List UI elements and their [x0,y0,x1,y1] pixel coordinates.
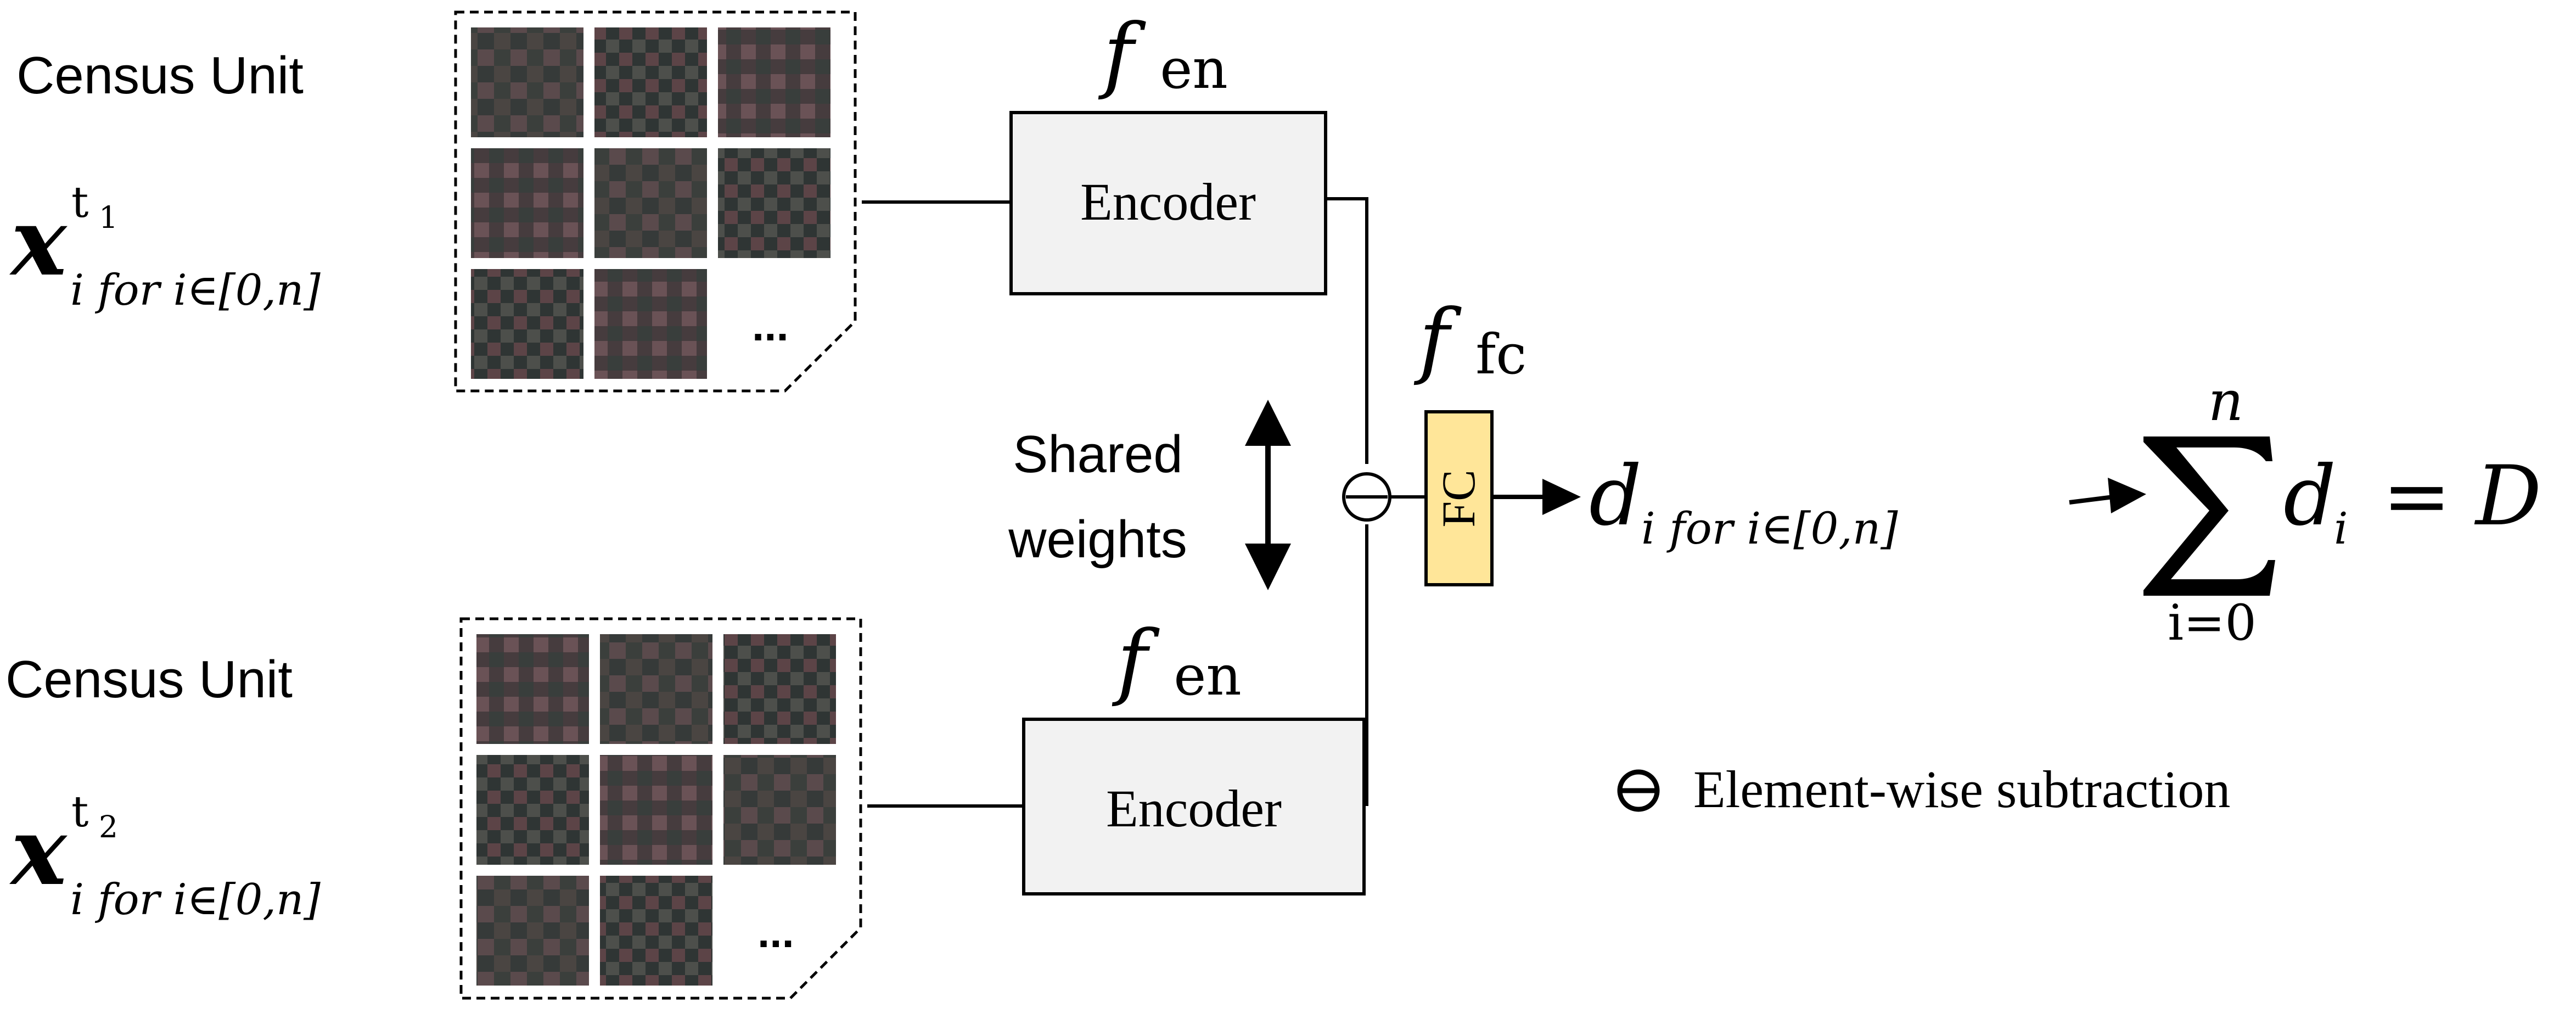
top-image-tile [718,148,830,258]
output-to-sum-arrow-icon [2108,478,2146,513]
bottom-image-tile [600,634,712,744]
bottom-x-symbol: x [9,797,68,906]
bottom-image-tile [476,755,589,865]
output-group: d i for i∈[0,n] [1589,449,1898,554]
bottom-x-symbol-group: x t 2 i for i∈[0,n] [9,787,321,925]
bottom-image-tile [600,755,712,865]
top-encoder-label: Encoder [1080,172,1256,231]
bottom-image-stack-border [459,617,862,1000]
top-image-stack-border [454,10,857,393]
output-to-sum-line [2069,495,2114,505]
bottom-image-ellipsis: ... [757,908,794,956]
legend-subtraction-icon [1617,769,1660,812]
bottom-input-group: Census Unit x t 2 i for i∈[0,n] ... [5,617,862,1000]
fc-f-subscript: fc [1475,322,1526,387]
sum-term-subscript: i [2334,503,2348,554]
top-image-tile [718,27,830,137]
shared-weights-arrow-up-icon [1245,400,1291,446]
fc-to-output-arrow-icon [1542,479,1581,515]
top-x-symbol: x [9,187,68,297]
top-image-tile [471,148,583,258]
bottom-encoder-function: f en [1112,613,1242,709]
top-encoder-to-subtract-line [1326,197,1368,464]
bottom-image-tile [476,634,589,744]
bottom-image-tile [476,876,589,986]
top-image-ellipsis: ... [752,301,789,350]
bottom-census-unit-label: Census Unit [5,650,293,709]
top-x-superscript: t [71,178,88,227]
top-x-superscript-sub: 1 [99,200,118,235]
output-d-symbol: d [1589,449,1642,544]
top-image-tile [594,269,707,379]
sum-sigma-icon [2143,436,2275,596]
top-x-subscript: i for i∈[0,n] [70,266,321,315]
shared-weights-group: Shared weights [1008,400,1291,590]
sum-result: D [2474,449,2541,544]
bottom-x-subscript: i for i∈[0,n] [70,875,321,925]
bottom-x-superscript: t [71,787,88,837]
top-input-group: Census Unit x t 1 i for i∈[0,n] ... [9,10,857,393]
shared-weights-line1: Shared [1013,425,1183,484]
sum-upper-limit: n [2208,369,2243,433]
fc-f-symbol: f [1413,292,1462,388]
bottom-image-tile [600,876,712,986]
bottom-image-tile [723,755,836,865]
subtraction-node [1342,472,1391,522]
sum-lower-limit: i=0 [2168,594,2256,652]
top-image-tile [471,269,583,379]
sum-equals: = [2382,449,2451,544]
bottom-image-tile [723,634,836,744]
fc-function: f fc [1413,292,1526,388]
shared-weights-line2: weights [1008,510,1187,569]
bottom-encoder-group: f en Encoder [1022,613,1366,896]
top-image-tile [594,27,707,137]
fc-group: f fc FC [1413,292,1526,586]
top-encoder-f-subscript: en [1160,37,1228,101]
top-encoder-f-symbol: f [1098,7,1146,102]
top-image-tile [594,148,707,258]
bottom-encoder-f-subscript: en [1174,643,1242,708]
shared-weights-arrow-down-icon [1245,544,1291,590]
top-encoder-group: f en Encoder [1009,7,1327,295]
legend-text: Element-wise subtraction [1693,760,2230,819]
bottom-encoder-box [1022,718,1366,896]
fc-label: FC [1432,469,1485,527]
output-d-subscript: i for i∈[0,n] [1641,503,1898,554]
sum-term-symbol: d [2283,449,2336,544]
bottom-x-superscript-sub: 2 [99,809,118,844]
sum-group: n i=0 d i = D [2143,369,2541,652]
legend-group: Element-wise subtraction [1617,760,2230,819]
top-image-tile [471,27,583,137]
top-census-unit-label: Census Unit [16,46,304,105]
top-encoder-box [1009,111,1327,295]
top-encoder-function: f en [1098,7,1228,102]
top-x-symbol-group: x t 1 i for i∈[0,n] [9,178,321,315]
bottom-encoder-f-symbol: f [1112,613,1160,709]
bottom-encoder-label: Encoder [1106,779,1282,838]
